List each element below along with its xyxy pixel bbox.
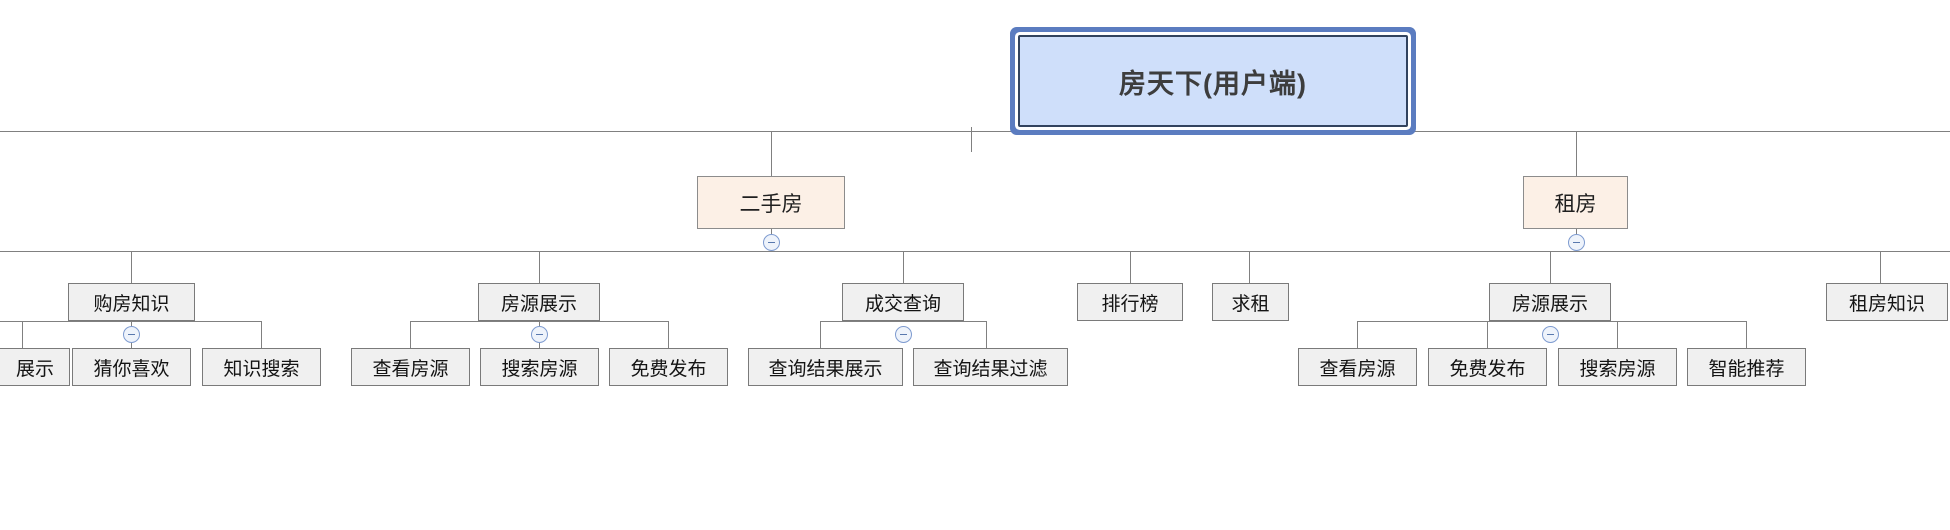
node-zhishi-sousuo-label: 知识搜索 <box>223 358 300 380</box>
node-fangyuan-zhanshi-ershoufang[interactable]: 房源展示 <box>478 283 600 321</box>
node-chakan-fangyuan-zufang-label: 查看房源 <box>1319 358 1396 380</box>
node-chengjiao-chaxun-label: 成交查询 <box>864 293 941 315</box>
connector-to-chengjiao-chaxun <box>903 251 904 283</box>
node-zufang-zhishi[interactable]: 租房知识 <box>1826 283 1948 321</box>
connector-to-mianfei-fabu-zf <box>1487 321 1488 348</box>
node-zhanshi-clipped-label: 展示 <box>15 358 54 380</box>
toggle-goufang-zhishi-collapse-minus-icon[interactable] <box>123 326 140 343</box>
connector-level2-bus <box>0 131 1950 132</box>
connector-level4-bus-fangyuan-zf <box>1357 321 1747 322</box>
node-mianfei-fabu-ershoufang-label: 免费发布 <box>630 358 707 380</box>
node-mianfei-fabu-ershoufang[interactable]: 免费发布 <box>609 348 728 386</box>
node-root-label: 房天下(用户端) <box>1119 68 1307 99</box>
connector-to-sousuo-fangyuan-zf <box>1617 321 1618 348</box>
connector-to-chakan-fangyuan-zf <box>1357 321 1358 348</box>
node-zufang[interactable]: 租房 <box>1523 176 1628 229</box>
node-chaxun-jieguo-zhanshi-label: 查询结果展示 <box>768 358 883 380</box>
toggle-fangyuan-zhanshi-zufang-collapse-minus-icon[interactable] <box>1542 326 1559 343</box>
node-goufang-zhishi-label: 购房知识 <box>93 293 170 315</box>
node-paihangbang-label: 排行榜 <box>1101 293 1159 315</box>
node-chaxun-jieguo-guolv[interactable]: 查询结果过滤 <box>913 348 1068 386</box>
minus-bar <box>128 334 135 335</box>
node-zhineng-tuijian-label: 智能推荐 <box>1708 358 1785 380</box>
node-zhishi-sousuo[interactable]: 知识搜索 <box>202 348 321 386</box>
connector-to-qiuzu <box>1249 251 1250 283</box>
connector-to-paihangbang <box>1130 251 1131 283</box>
connector-to-mianfei-fabu-es <box>668 321 669 348</box>
node-zhanshi-clipped[interactable]: 展示 <box>0 348 70 386</box>
node-chakan-fangyuan-ershoufang[interactable]: 查看房源 <box>351 348 470 386</box>
connector-to-chakan-fangyuan-es <box>410 321 411 348</box>
connector-level4-bus-chengjiao <box>820 321 987 322</box>
node-mianfei-fabu-zufang-label: 免费发布 <box>1449 358 1526 380</box>
node-root[interactable]: 房天下(用户端) <box>1018 35 1408 127</box>
node-fangyuan-zhanshi-zufang-label: 房源展示 <box>1511 293 1588 315</box>
node-chakan-fangyuan-ershoufang-label: 查看房源 <box>372 358 449 380</box>
node-sousuo-fangyuan-zufang-label: 搜索房源 <box>1579 358 1656 380</box>
minus-bar <box>900 334 907 335</box>
connector-to-ershoufang <box>771 131 772 176</box>
connector-to-zhishi-sousuo <box>261 321 262 348</box>
node-paihangbang[interactable]: 排行榜 <box>1077 283 1183 321</box>
node-chaxun-jieguo-zhanshi[interactable]: 查询结果展示 <box>748 348 903 386</box>
node-zufang-zhishi-label: 租房知识 <box>1848 293 1925 315</box>
connector-to-zufang <box>1576 131 1577 176</box>
node-qiuzu-label: 求租 <box>1231 293 1270 315</box>
toggle-ershoufang-collapse-minus-icon[interactable] <box>763 234 780 251</box>
node-ershoufang[interactable]: 二手房 <box>697 176 845 229</box>
node-goufang-zhishi[interactable]: 购房知识 <box>68 283 195 321</box>
node-ershoufang-label: 二手房 <box>739 192 803 216</box>
toggle-chengjiao-chaxun-collapse-minus-icon[interactable] <box>895 326 912 343</box>
node-zufang-label: 租房 <box>1554 192 1597 216</box>
node-fangyuan-zhanshi-ershoufang-label: 房源展示 <box>500 293 577 315</box>
connector-to-zhanshi-clipped <box>22 321 23 348</box>
node-qiuzu[interactable]: 求租 <box>1212 283 1289 321</box>
node-mianfei-fabu-zufang[interactable]: 免费发布 <box>1428 348 1547 386</box>
connector-root-stem <box>971 127 972 152</box>
connector-to-zufang-zhishi <box>1880 251 1881 283</box>
minus-bar <box>768 242 775 243</box>
node-sousuo-fangyuan-ershoufang[interactable]: 搜索房源 <box>480 348 599 386</box>
node-fangyuan-zhanshi-zufang[interactable]: 房源展示 <box>1489 283 1611 321</box>
connector-to-zhineng-tuijian <box>1746 321 1747 348</box>
minus-bar <box>1573 242 1580 243</box>
node-cai-ni-xihuan[interactable]: 猜你喜欢 <box>72 348 191 386</box>
connector-to-chaxun-jieguo-zhanshi <box>820 321 821 348</box>
toggle-fangyuan-zhanshi-ershoufang-collapse-minus-icon[interactable] <box>531 326 548 343</box>
node-cai-ni-xihuan-label: 猜你喜欢 <box>93 358 170 380</box>
connector-level3-bus <box>0 251 1950 252</box>
minus-bar <box>536 334 543 335</box>
node-sousuo-fangyuan-ershoufang-label: 搜索房源 <box>501 358 578 380</box>
node-chengjiao-chaxun[interactable]: 成交查询 <box>842 283 964 321</box>
connector-to-goufang-zhishi <box>131 251 132 283</box>
node-chaxun-jieguo-guolv-label: 查询结果过滤 <box>933 358 1048 380</box>
node-chakan-fangyuan-zufang[interactable]: 查看房源 <box>1298 348 1417 386</box>
node-zhineng-tuijian[interactable]: 智能推荐 <box>1687 348 1806 386</box>
toggle-zufang-collapse-minus-icon[interactable] <box>1568 234 1585 251</box>
minus-bar <box>1547 334 1554 335</box>
connector-to-chaxun-jieguo-guolv <box>986 321 987 348</box>
connector-to-fangyuan-zhanshi-es <box>539 251 540 283</box>
connector-to-fangyuan-zhanshi-zf <box>1550 251 1551 283</box>
node-sousuo-fangyuan-zufang[interactable]: 搜索房源 <box>1558 348 1677 386</box>
